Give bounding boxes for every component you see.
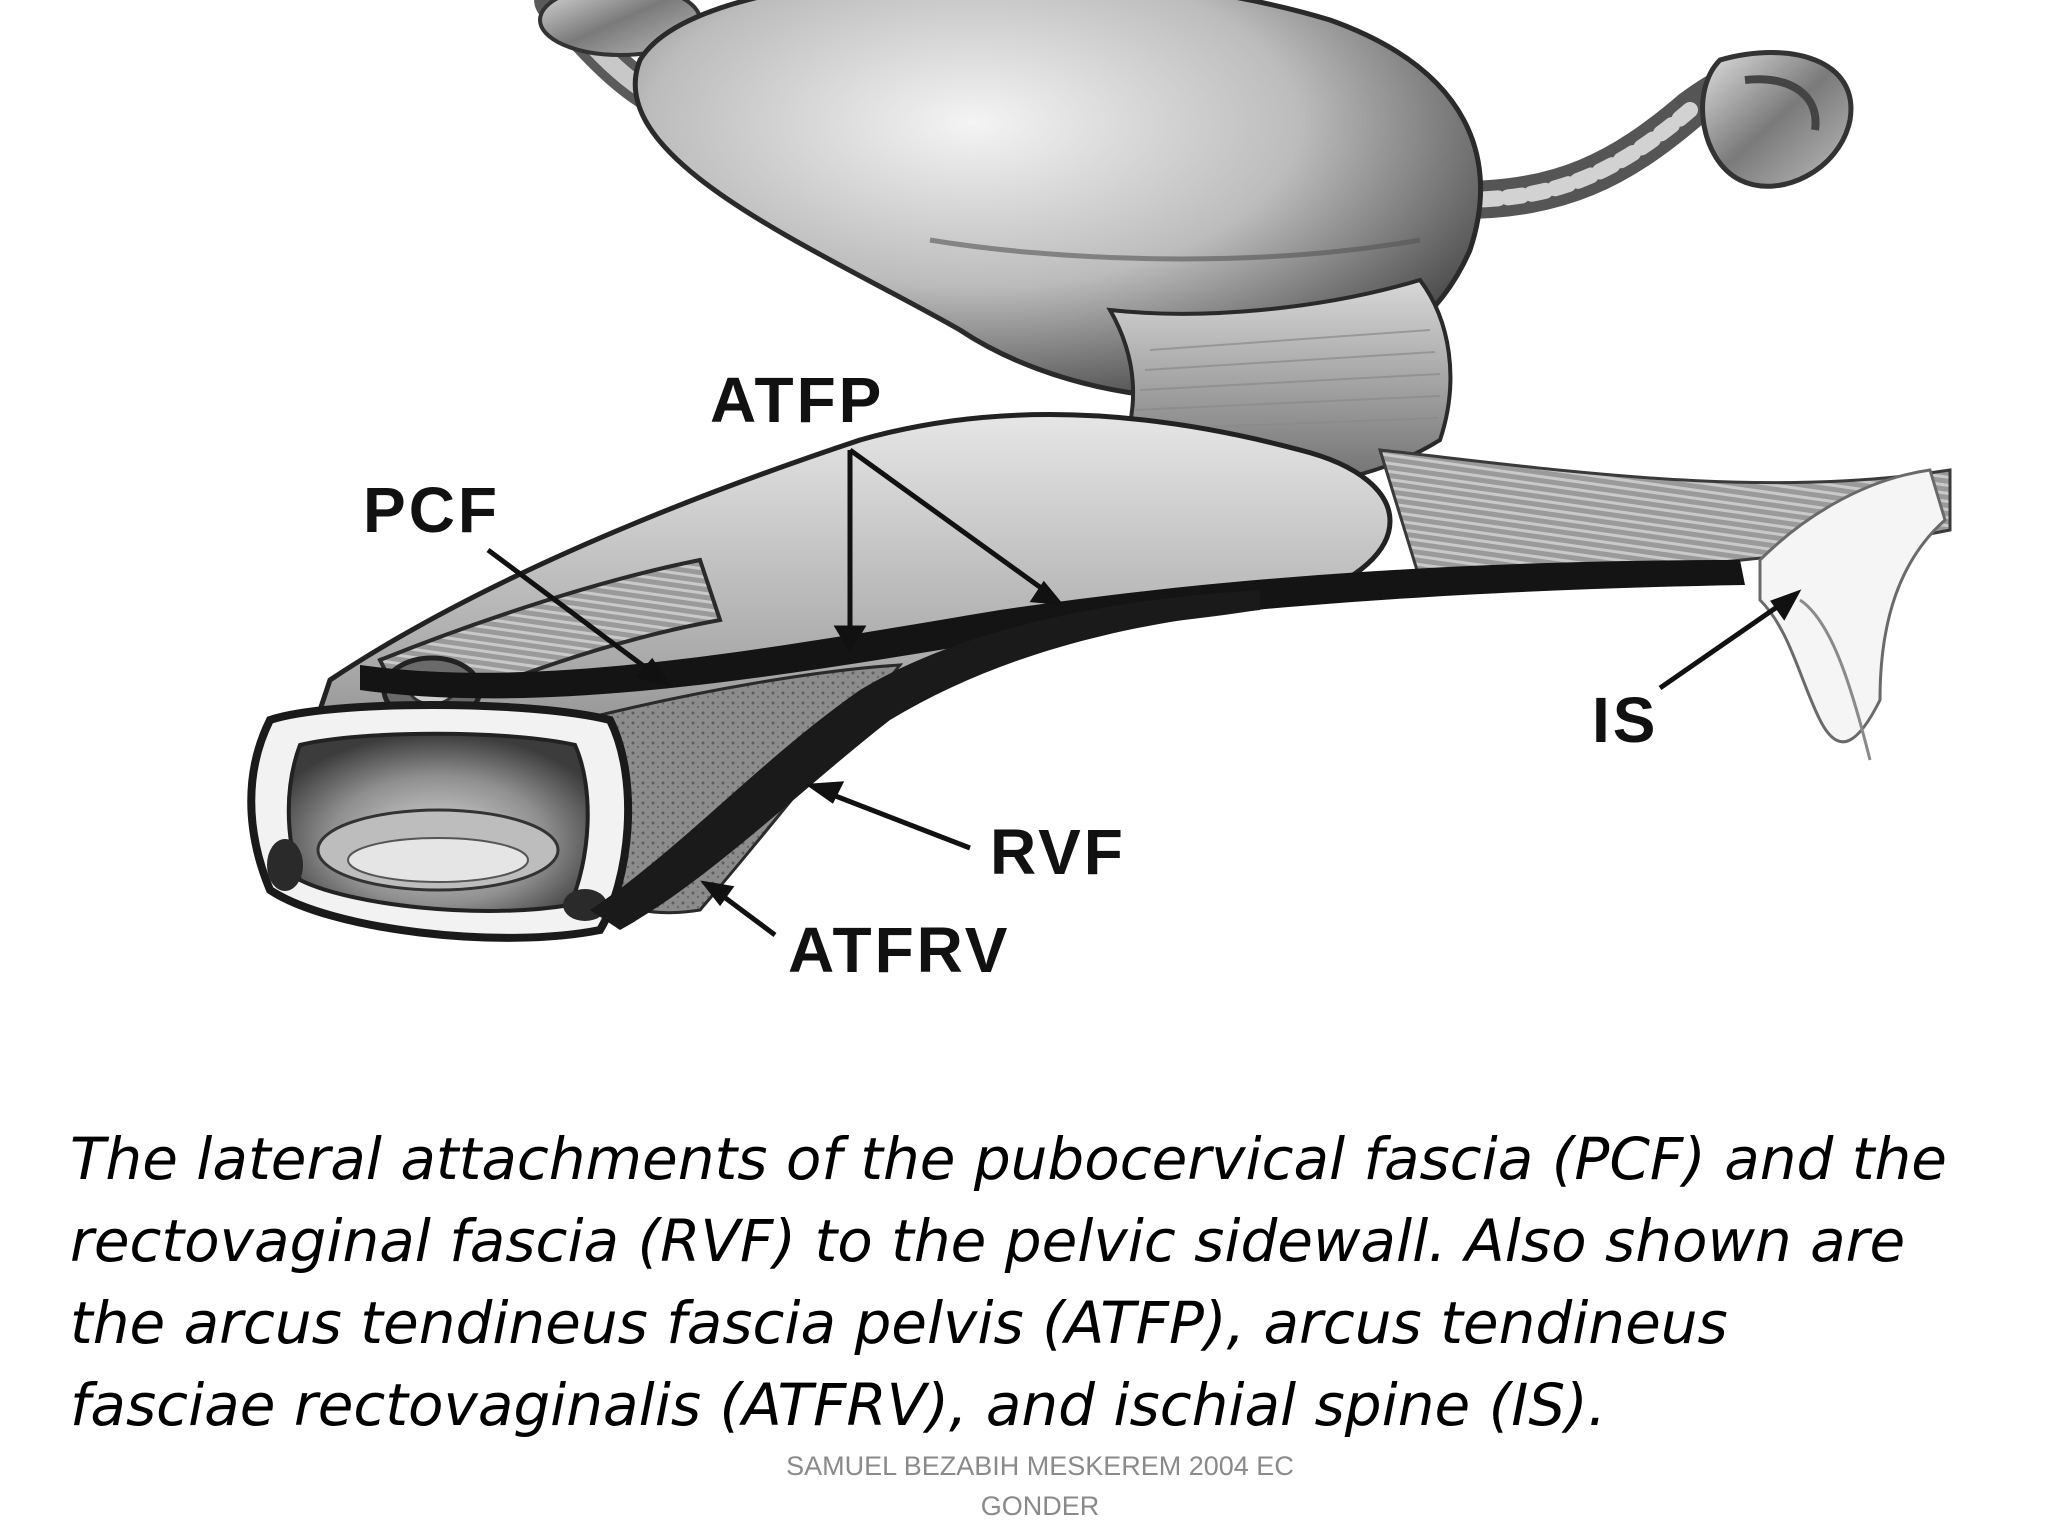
footer-line-2: GONDER [980, 1491, 1100, 1521]
label-atfp: ATFP [710, 364, 885, 436]
vaginal-opening [247, 701, 633, 942]
rvf-arrow [819, 787, 971, 851]
label-is: IS [1592, 684, 1659, 756]
label-pcf: PCF [363, 474, 500, 546]
atfp-arrow-right [848, 447, 1057, 601]
label-atfrv: ATFRV [788, 914, 1011, 986]
label-arrows [486, 447, 1802, 938]
right-fallopian-tube [1441, 50, 1854, 219]
footer-line-1: SAMUEL BEZABIH MESKEREM 2004 EC [786, 1451, 1294, 1481]
is-arrow [1658, 595, 1792, 691]
figure-caption: The lateral attachments of the pubocervi… [70, 1125, 1947, 1439]
ischial-spine [1758, 468, 1947, 761]
atfrv-band [590, 590, 1260, 930]
footer-credit: SAMUEL BEZABIH MESKEREM 2004 EC GONDER [730, 1446, 1350, 1526]
pcf-arrow [486, 547, 667, 685]
label-rvf: RVF [990, 816, 1126, 888]
anatomical-illustration [247, 0, 1952, 942]
